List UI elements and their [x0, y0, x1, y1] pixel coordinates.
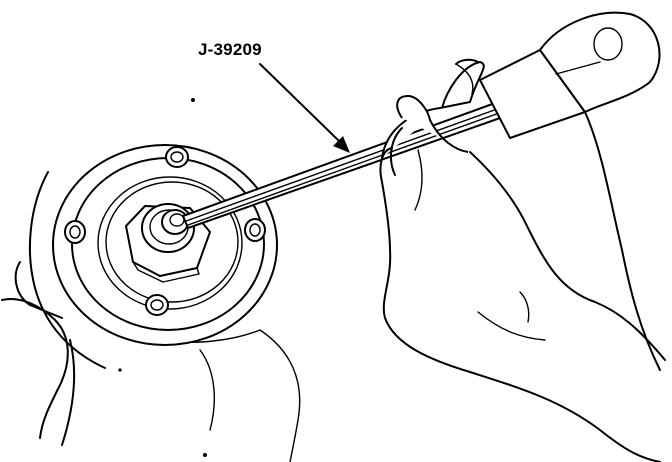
- mounting-holes: [64, 146, 266, 316]
- tool-callout-label: J-39209: [198, 40, 262, 59]
- mounting-hole: [145, 294, 169, 316]
- hex-nut: [125, 203, 211, 283]
- mounting-hole: [165, 146, 189, 168]
- mounting-hole: [64, 220, 86, 244]
- gauge-handle: [479, 11, 661, 139]
- callout-leader: [259, 63, 350, 153]
- mounting-hole: [244, 218, 266, 242]
- hand: [379, 58, 666, 462]
- compressor-body: [1, 98, 301, 462]
